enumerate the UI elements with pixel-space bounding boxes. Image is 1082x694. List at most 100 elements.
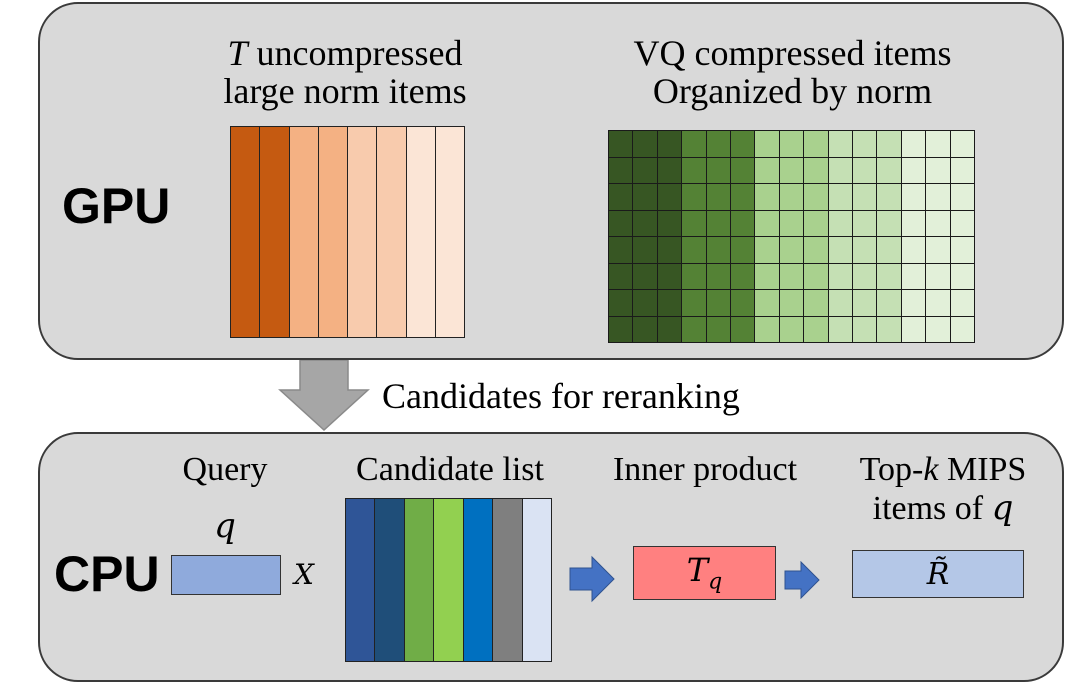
topk-line1-post: MIPS [938,451,1027,488]
compressed-item-cell [778,289,805,317]
compressed-item-cell [949,236,975,264]
compressed-item-cell [705,156,731,184]
compressed-item-cell [852,130,878,158]
compressed-item-cell [852,262,878,290]
inner-product-variable: T [686,551,709,590]
compressed-item-cell [827,209,853,237]
compressed-item-cell [705,289,731,317]
compressed-item-cell [681,130,707,158]
candidate-list [345,498,552,662]
compressed-item-cell [778,315,805,343]
compressed-item-cell [876,183,902,211]
compressed-item-cell [705,236,731,264]
candidate-strip [492,498,523,662]
compressed-items-grid [608,130,975,343]
compressed-item-cell [949,183,975,211]
q-variable: q [991,488,1014,528]
compressed-item-cell [705,130,731,158]
compressed-item-cell [656,289,683,317]
topk-line1-pre: Top- [859,451,924,488]
compressed-item-cell [778,156,805,184]
candidate-strip [521,498,552,662]
compressed-title-line1: VQ compressed items [633,33,952,73]
compressed-item-cell [876,262,902,290]
compressed-item-cell [730,156,756,184]
compressed-item-cell [656,315,683,343]
multiply-symbol: X [294,558,314,591]
compressed-item-cell [656,156,683,184]
compressed-item-cell [900,156,927,184]
compressed-item-cell [656,209,683,237]
compressed-item-cell [925,130,951,158]
compressed-item-cell [754,262,780,290]
compressed-item-cell [949,315,975,343]
compressed-item-cell [803,130,829,158]
compressed-item-cell [803,209,829,237]
query-variable: q [214,506,236,546]
compressed-item-cell [730,315,756,343]
compressed-item-cell [705,262,731,290]
compressed-item-cell [876,130,902,158]
compressed-item-cell [778,236,805,264]
uncompressed-item-strip [376,126,407,338]
compressed-item-cell [681,315,707,343]
compressed-item-cell [900,130,927,158]
compressed-item-cell [656,183,683,211]
compressed-item-cell [632,156,658,184]
compressed-item-cell [705,209,731,237]
compressed-item-cell [876,289,902,317]
topk-line2-pre: items of [872,490,992,527]
uncompressed-item-strip [347,126,378,338]
compressed-item-cell [827,130,853,158]
result-box: R̃ [852,550,1024,598]
compressed-item-cell [608,183,634,211]
topk-title: Top-k MIPS items of q [818,452,1068,527]
compressed-item-cell [827,236,853,264]
uncompressed-item-strip [259,126,290,338]
compressed-item-cell [730,130,756,158]
uncompressed-items-block [230,126,465,338]
candidate-strip [403,498,435,662]
result-variable: R̃ [926,556,950,592]
compressed-item-cell [754,236,780,264]
compressed-item-cell [803,236,829,264]
compressed-item-cell [827,289,853,317]
compressed-item-cell [754,130,780,158]
compressed-item-cell [803,262,829,290]
compressed-item-cell [876,209,902,237]
candidate-list-label: Candidate list [356,451,544,488]
t-variable: T [227,33,248,73]
inner-product-label: Inner product [612,451,798,488]
compressed-item-cell [900,209,927,237]
compressed-item-cell [925,262,951,290]
compressed-item-cell [900,289,927,317]
uncompressed-title-line1: uncompressed [247,33,463,73]
compressed-item-cell [876,315,902,343]
compressed-item-cell [900,183,927,211]
compressed-item-cell [803,315,829,343]
candidate-strip [374,498,405,662]
compressed-item-cell [949,209,975,237]
query-vector [171,555,281,595]
compressed-item-cell [656,236,683,264]
compressed-item-cell [656,262,683,290]
compressed-item-cell [705,315,731,343]
compressed-item-cell [949,130,975,158]
compressed-item-cell [681,262,707,290]
compressed-item-cell [730,236,756,264]
compressed-item-cell [681,156,707,184]
candidate-strip [345,498,376,662]
compressed-title-line2: Organized by norm [652,71,933,111]
compressed-item-cell [778,130,805,158]
compressed-item-cell [925,183,951,211]
uncompressed-title-line2: large norm items [223,71,467,111]
compressed-item-cell [608,156,634,184]
compressed-item-cell [608,236,634,264]
compressed-item-cell [778,262,805,290]
compressed-item-cell [925,315,951,343]
compressed-item-cell [925,236,951,264]
compressed-item-cell [827,315,853,343]
compressed-item-cell [852,209,878,237]
compressed-item-cell [803,289,829,317]
cpu-label: CPU [54,546,160,602]
